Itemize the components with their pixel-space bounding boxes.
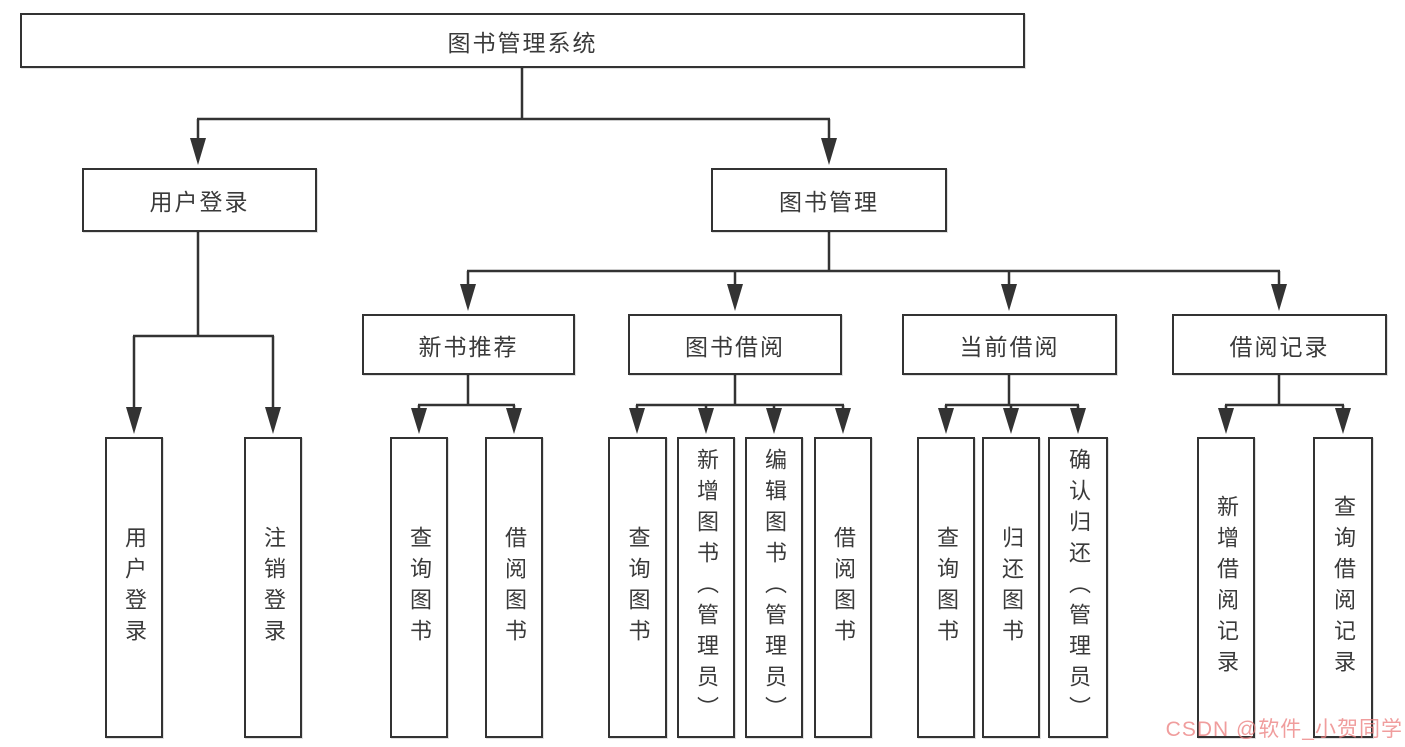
leaf-borrow-borrow-books: 借阅图书 bbox=[814, 437, 872, 738]
leaf-user-login: 用户登录 bbox=[105, 437, 163, 738]
node-new-book-recommend: 新书推荐 bbox=[362, 314, 575, 375]
node-current-borrow: 当前借阅 bbox=[902, 314, 1117, 375]
leaf-borrow-edit-books-admin: 编辑图书（管理员） bbox=[745, 437, 803, 738]
leaf-borrow-query-books: 查询图书 bbox=[608, 437, 667, 738]
node-user-login: 用户登录 bbox=[82, 168, 317, 232]
node-root-system: 图书管理系统 bbox=[20, 13, 1025, 68]
node-borrow-records: 借阅记录 bbox=[1172, 314, 1387, 375]
leaf-borrow-add-books-admin: 新增图书（管理员） bbox=[677, 437, 735, 738]
node-book-borrow: 图书借阅 bbox=[628, 314, 842, 375]
node-book-management: 图书管理 bbox=[711, 168, 947, 232]
csdn-watermark: CSDN @软件_小贺同学 bbox=[1165, 718, 1403, 741]
leaf-current-query-books: 查询图书 bbox=[917, 437, 975, 738]
leaf-newbooks-query-books: 查询图书 bbox=[390, 437, 448, 738]
leaf-records-query-record: 查询借阅记录 bbox=[1313, 437, 1373, 738]
leaf-records-add-record: 新增借阅记录 bbox=[1197, 437, 1255, 738]
leaf-newbooks-borrow-books: 借阅图书 bbox=[485, 437, 543, 738]
arrowhead-icons bbox=[126, 138, 1351, 434]
leaf-logout: 注销登录 bbox=[244, 437, 302, 738]
leaf-current-confirm-return-admin: 确认归还（管理员） bbox=[1048, 437, 1108, 738]
leaf-current-return-books: 归还图书 bbox=[982, 437, 1040, 738]
